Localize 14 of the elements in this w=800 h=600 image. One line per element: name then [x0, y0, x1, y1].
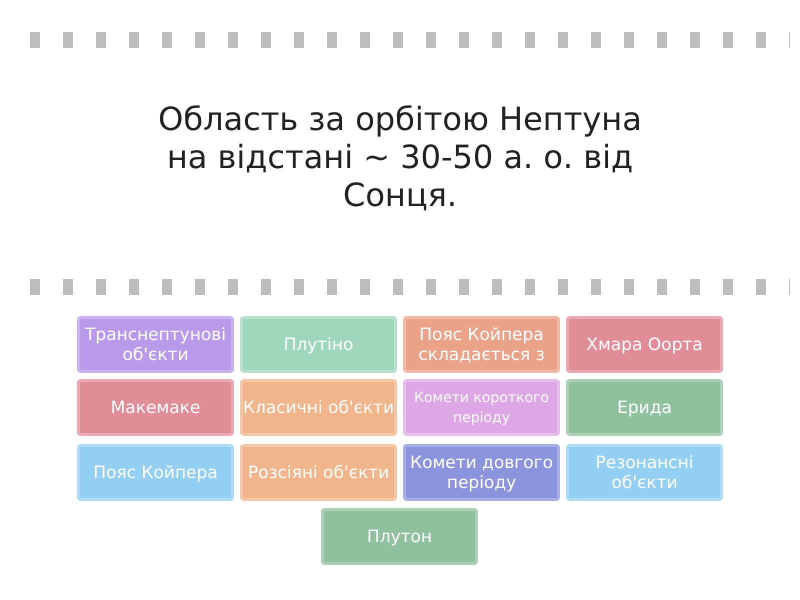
answer-tile: Транснептунові об'єкти [77, 316, 234, 373]
answer-tile: Пояс Койпера [77, 444, 234, 501]
answer-tile: Хмара Оорта [566, 316, 723, 373]
answer-tile: Пояс Койпера складається з [403, 316, 560, 373]
answer-tile: Макемаке [77, 379, 234, 436]
answer-tile: Плутіно [240, 316, 397, 373]
answer-tile: Класичні об'єкти [240, 379, 397, 436]
answer-tile: Плутон [321, 508, 478, 565]
answer-tile: Ерида [566, 379, 723, 436]
answer-tile: Комети короткого періоду [403, 379, 560, 436]
question-text: Область за орбітою Нептуна на відстані ~ 30-50 а. о. від Сонця. [157, 100, 643, 214]
answer-tile: Резонансні об'єкти [566, 444, 723, 501]
answer-tile: Комети довгого періоду [403, 444, 560, 501]
answer-tile: Розсіяні об'єкти [240, 444, 397, 501]
